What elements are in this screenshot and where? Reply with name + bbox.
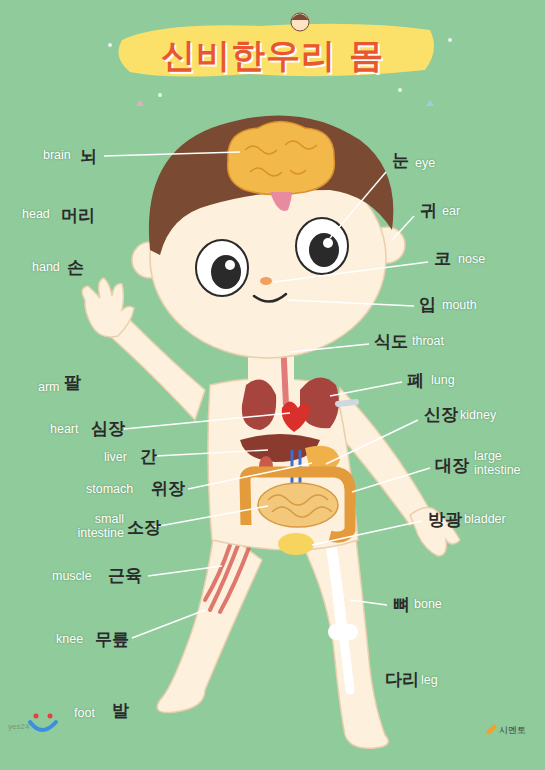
english-label: eye <box>415 157 435 171</box>
right-leg <box>300 530 388 748</box>
english-label: bone <box>414 598 442 612</box>
korean-label: 뇌 <box>80 147 97 166</box>
small-intestine <box>258 483 338 527</box>
leader-lines <box>104 152 430 638</box>
watermark-smile <box>30 722 56 730</box>
english-label: lung <box>431 374 455 388</box>
english-label: kidney <box>460 409 496 423</box>
korean-label: 입 <box>419 295 436 314</box>
korean-label: 식도 <box>374 332 408 351</box>
korean-label: 눈 <box>392 151 409 170</box>
korean-label: 머리 <box>61 206 95 225</box>
korean-label: 다리 <box>385 670 419 689</box>
korean-label: 귀 <box>420 201 437 220</box>
lung-right <box>300 378 339 429</box>
english-label: brain <box>43 149 71 163</box>
korean-label: 뼈 <box>393 595 410 614</box>
korean-label: 폐 <box>407 371 424 390</box>
korean-label: 무릎 <box>95 630 129 649</box>
large-intestine <box>245 472 350 537</box>
mouth <box>254 294 286 302</box>
nose <box>260 277 272 285</box>
english-label: hand <box>32 261 60 275</box>
english-label: small intestine <box>68 513 124 541</box>
poster-title: 신비한우리 몸 <box>0 33 545 79</box>
korean-label: 소장 <box>127 518 161 537</box>
hair <box>149 115 393 255</box>
english-label: bladder <box>464 513 506 527</box>
english-label: liver <box>104 451 127 465</box>
english-label: throat <box>412 335 444 349</box>
logo-pencil <box>486 724 497 735</box>
english-label: ear <box>442 205 460 219</box>
korean-label: 위장 <box>151 479 185 498</box>
english-label: knee <box>56 633 83 647</box>
watermark: yes24 <box>8 723 29 732</box>
hand <box>82 278 134 337</box>
english-label: mouth <box>442 299 477 313</box>
english-label: arm <box>38 381 60 395</box>
korean-label: 심장 <box>91 419 125 438</box>
korean-label: 발 <box>112 701 129 720</box>
korean-label: 대장 <box>435 456 469 475</box>
bladder <box>278 533 314 555</box>
korean-label: 팔 <box>64 373 81 392</box>
english-label: stomach <box>86 483 133 497</box>
left-leg <box>157 525 262 713</box>
english-label: leg <box>421 674 438 688</box>
korean-label: 근육 <box>108 566 142 585</box>
muscle <box>205 540 250 612</box>
eye-left <box>196 240 248 296</box>
korean-label: 간 <box>140 447 157 466</box>
english-label: nose <box>458 253 485 267</box>
heart <box>282 402 310 433</box>
publisher-logo: 시멘토 <box>499 726 526 736</box>
korean-label: 손 <box>67 258 84 277</box>
korean-label: 코 <box>434 249 451 268</box>
english-label: large intestine <box>474 450 532 478</box>
english-label: foot <box>74 707 95 721</box>
english-label: heart <box>50 423 79 437</box>
lung-left <box>242 379 276 430</box>
english-label: muscle <box>52 570 92 584</box>
korean-label: 방광 <box>428 510 462 529</box>
korean-label: 신장 <box>424 405 458 424</box>
torso <box>208 379 358 551</box>
bone <box>322 528 358 690</box>
brain <box>228 122 335 211</box>
english-label: head <box>22 208 50 222</box>
